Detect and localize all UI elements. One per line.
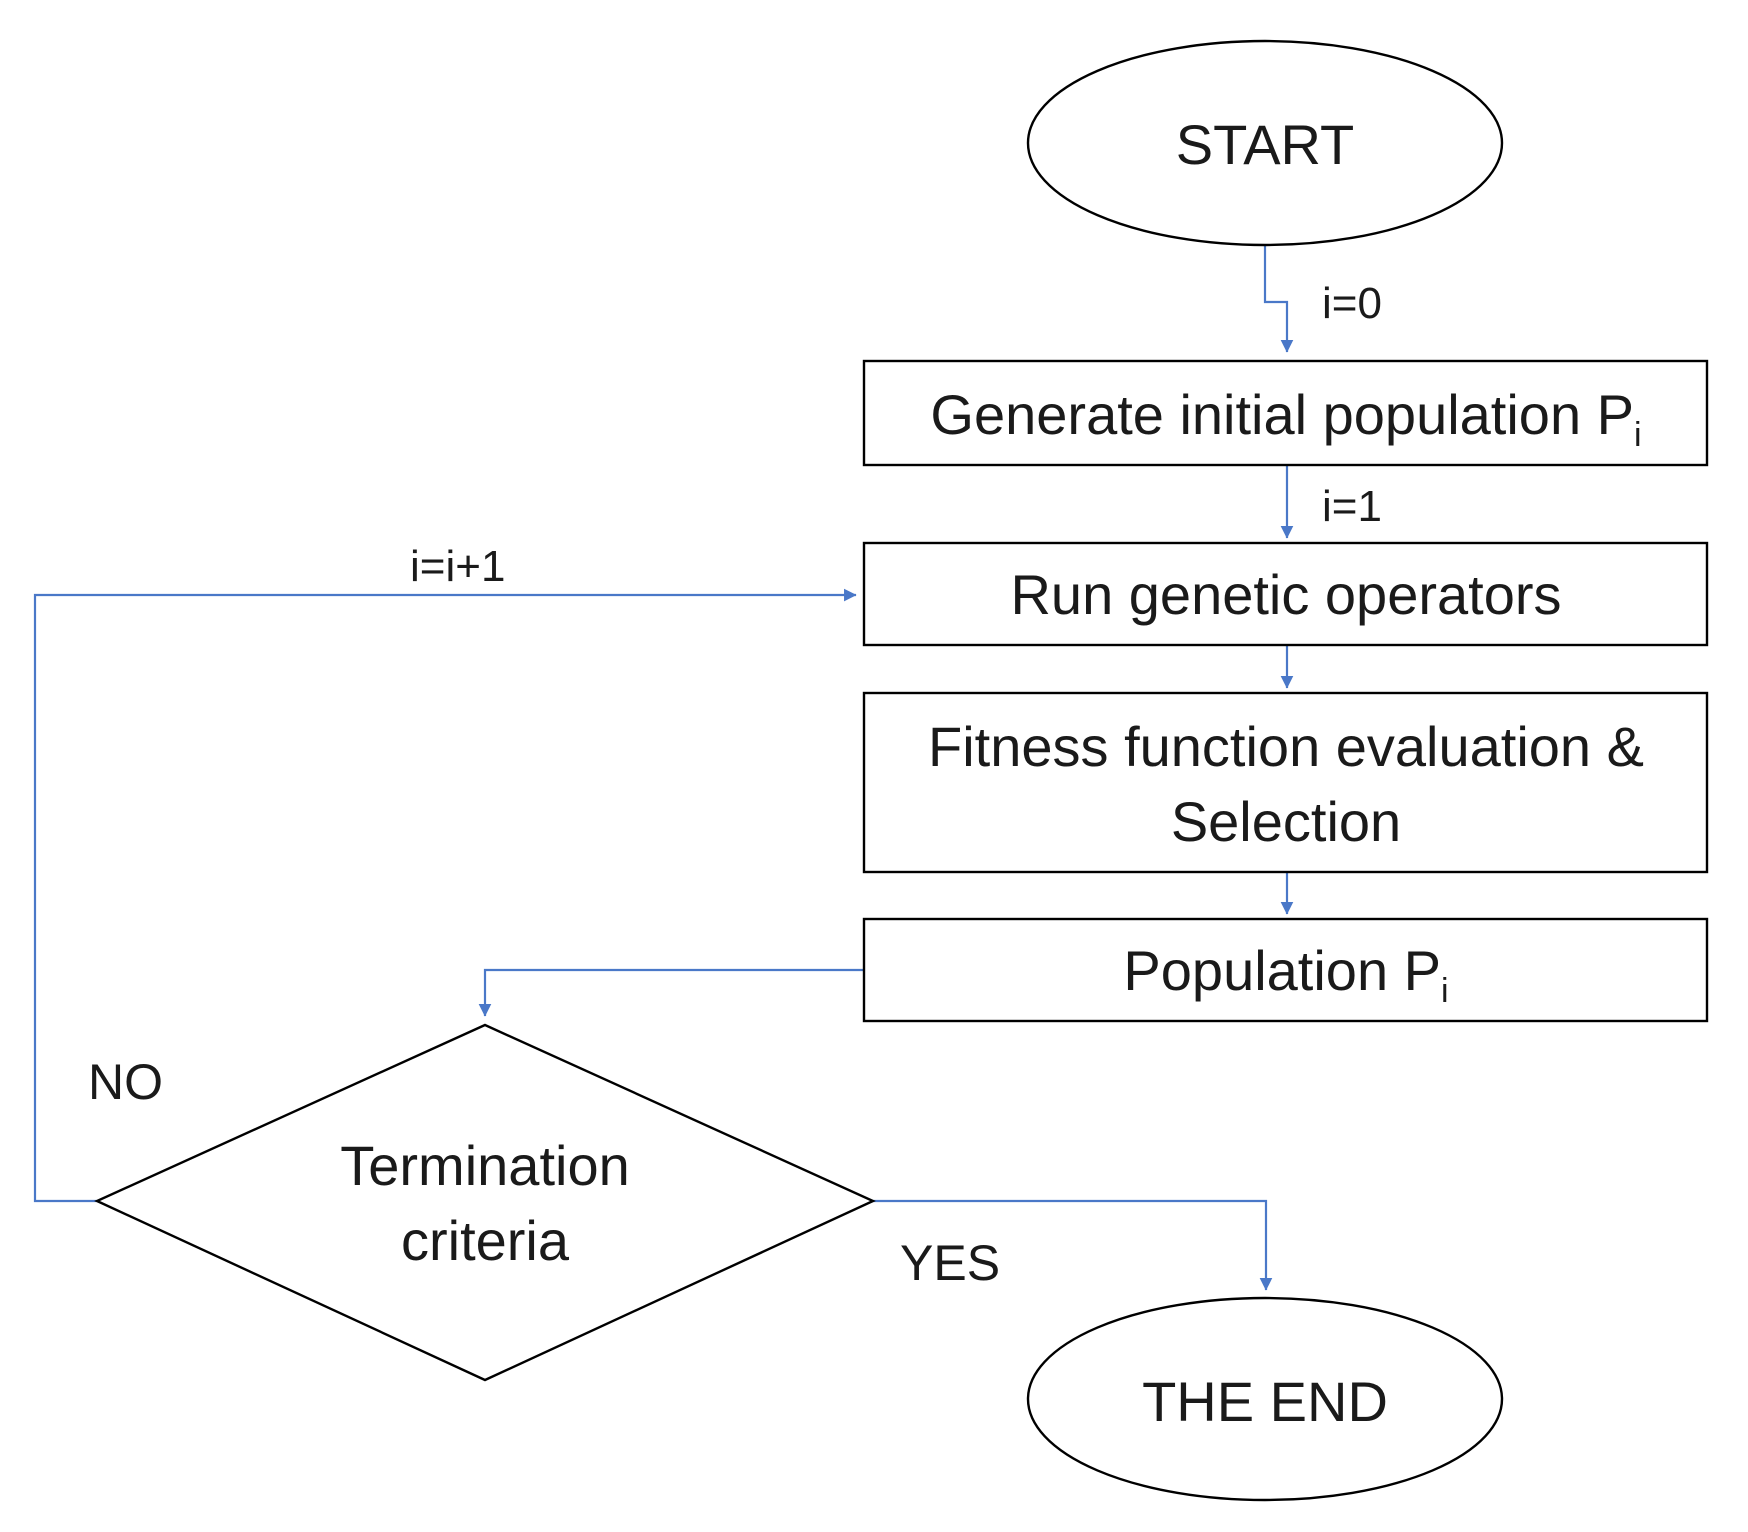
termination-decision-diamond	[94, 1023, 876, 1382]
termination-label-line1: Termination	[340, 1134, 629, 1197]
fitness-process-box	[862, 691, 1709, 874]
edge-start-to-generate	[1263, 246, 1294, 353]
edge-label-i-equals-0: i=0	[1322, 279, 1382, 328]
fitness-label-line2: Selection	[1171, 790, 1401, 853]
operators-label: Run genetic operators	[1010, 563, 1561, 626]
connectors	[33, 246, 1294, 1291]
generate-process-box	[862, 359, 1709, 467]
edge-labels: i=0 i=1 i=i+1 NO YES	[88, 279, 1382, 1291]
shapes	[94, 39, 1709, 1502]
population-label-main: Population P	[1123, 939, 1441, 1002]
start-label: START	[1176, 113, 1354, 176]
termination-label-line2: criteria	[401, 1209, 570, 1272]
edge-yes-to-end	[873, 1199, 1273, 1291]
end-label: THE END	[1142, 1370, 1388, 1433]
edge-population-to-termination	[478, 968, 864, 1017]
generate-label-main: Generate initial population P	[930, 383, 1634, 446]
start-terminator	[1026, 39, 1504, 247]
operators-process-box	[862, 541, 1709, 647]
generate-label: Generate initial population Pi	[930, 383, 1641, 454]
population-label: Population Pi	[1123, 939, 1448, 1010]
population-process-box	[862, 917, 1709, 1023]
fitness-label-line1: Fitness function evaluation &	[928, 715, 1644, 778]
end-terminator	[1026, 1296, 1504, 1502]
generate-label-subscript: i	[1634, 416, 1642, 454]
population-label-subscript: i	[1441, 972, 1449, 1010]
edge-label-i-equals-1: i=1	[1322, 482, 1382, 531]
node-labels: START Generate initial population Pi Run…	[340, 113, 1644, 1433]
edge-label-yes: YES	[900, 1235, 1000, 1291]
edge-label-no: NO	[88, 1054, 163, 1110]
edge-label-increment: i=i+1	[410, 542, 505, 591]
edge-loop-back	[33, 588, 857, 1203]
